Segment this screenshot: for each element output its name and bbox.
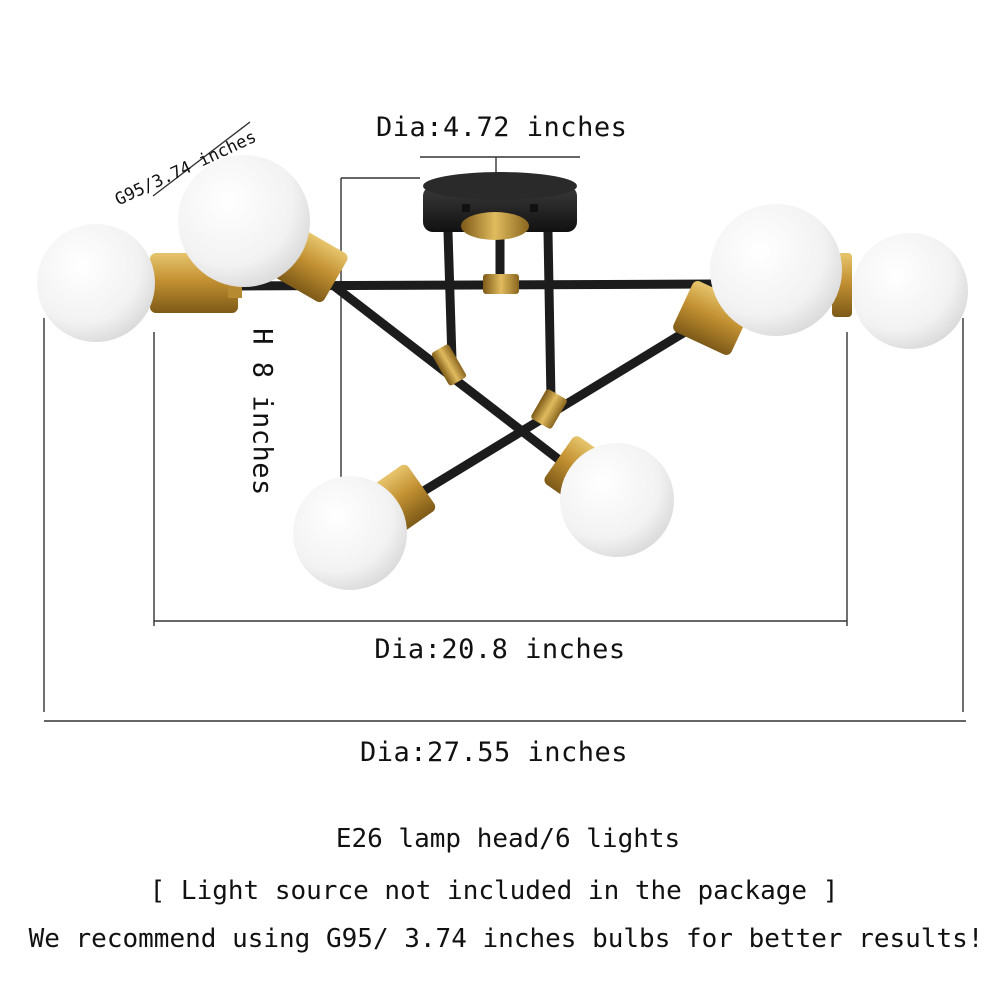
dimension-lines [43,121,966,722]
globe-bulbs [37,155,968,590]
bulb-upper-left [178,155,310,287]
stem-left [443,227,457,365]
bulb-far-left [37,224,155,342]
lamp-info-text: E26 lamp head/6 lights [335,824,681,854]
bulb-dimension-line [152,121,251,197]
bulb-far-right [852,233,968,349]
inner-diameter-label: Dia:20.8 inches [374,634,626,665]
outer-diameter-label: Dia:27.55 inches [359,737,629,768]
arm-joints [431,274,567,429]
package-note-text: [ Light source not included in the packa… [149,876,839,906]
recommendation-text: We recommend using G95/ 3.74 inches bulb… [28,924,984,954]
bulb-lower-left [293,476,407,590]
stem-right [543,227,556,405]
bulb-lower-right [560,443,674,557]
canopy-diameter-label: Dia:4.72 inches [376,112,628,143]
height-label: H 8 inches [246,328,278,496]
ceiling-canopy [423,172,577,240]
bulb-upper-right [710,204,842,336]
